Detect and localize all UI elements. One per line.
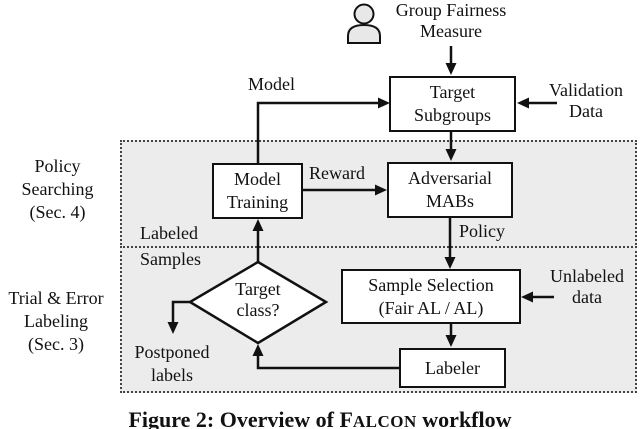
group-fairness-label: Group Fairness Measure [385, 0, 517, 42]
unlabeled-data-line1: Unlabeled [550, 266, 624, 286]
target-subgroups-node: Target Subgroups [389, 76, 516, 132]
postponed-labels-line1: Postponed [134, 342, 210, 362]
validation-data-line1: Validation [549, 80, 623, 100]
labeled-samples-label: Labeled Samples [140, 220, 201, 272]
figure-caption: Figure 2: Overview of FALCON workflow [0, 406, 640, 429]
sample-selection-line1: Sample Selection [368, 274, 494, 295]
arrow-fairness-to-target [445, 46, 457, 75]
target-class-label: Target class? [218, 279, 298, 321]
target-subgroups-line2: Subgroups [413, 105, 491, 125]
labeler-label: Labeler [425, 357, 480, 378]
group-fairness-line1: Group Fairness [395, 0, 507, 20]
model-training-line2: Training [226, 192, 289, 212]
adversarial-mabs-line1: Adversarial [408, 168, 492, 188]
validation-data-label: Validation Data [535, 80, 637, 122]
target-subgroups-line1: Target [429, 82, 476, 102]
adversarial-mabs-line2: MABs [425, 191, 474, 211]
model-edge-label: Model [248, 74, 295, 94]
trial-error-line2: Labeling [24, 311, 88, 331]
unlabeled-data-line2: data [572, 287, 602, 307]
caption-part1: Figure 2: Overview of F [128, 407, 353, 429]
postponed-labels-label: Postponed labels [127, 341, 217, 387]
caption-smallcaps: ALCON [352, 412, 417, 429]
policy-searching-line2: Searching [21, 179, 94, 199]
sample-selection-line2: (Fair AL / AL) [378, 297, 484, 318]
group-fairness-line2: Measure [420, 21, 482, 41]
reward-edge-label: Reward [309, 163, 365, 183]
policy-edge-label: Policy [459, 221, 506, 241]
policy-searching-line1: Policy [34, 156, 81, 176]
validation-data-line2: Data [569, 101, 603, 121]
caption-part3: workflow [416, 407, 512, 429]
trial-error-line1: Trial & Error [8, 288, 104, 308]
model-training-line1: Model [234, 169, 281, 189]
person-icon [347, 3, 381, 44]
policy-searching-section-label: Policy Searching (Sec. 4) [5, 155, 110, 224]
labeled-samples-line2: Samples [140, 249, 201, 269]
labeler-node: Labeler [399, 348, 506, 388]
postponed-labels-line2: labels [151, 365, 193, 385]
adversarial-mabs-node: Adversarial MABs [387, 162, 513, 218]
model-training-node: Model Training [212, 163, 303, 219]
labeled-samples-line1: Labeled [140, 223, 198, 243]
trial-error-section-label: Trial & Error Labeling (Sec. 3) [0, 287, 112, 356]
policy-searching-line3: (Sec. 4) [29, 202, 86, 222]
target-class-line2: class? [236, 300, 280, 320]
unlabeled-data-label: Unlabeled data [538, 266, 636, 308]
sample-selection-node: Sample Selection (Fair AL / AL) [341, 269, 521, 324]
trial-error-line3: (Sec. 3) [28, 334, 84, 354]
target-class-line1: Target [235, 279, 281, 299]
